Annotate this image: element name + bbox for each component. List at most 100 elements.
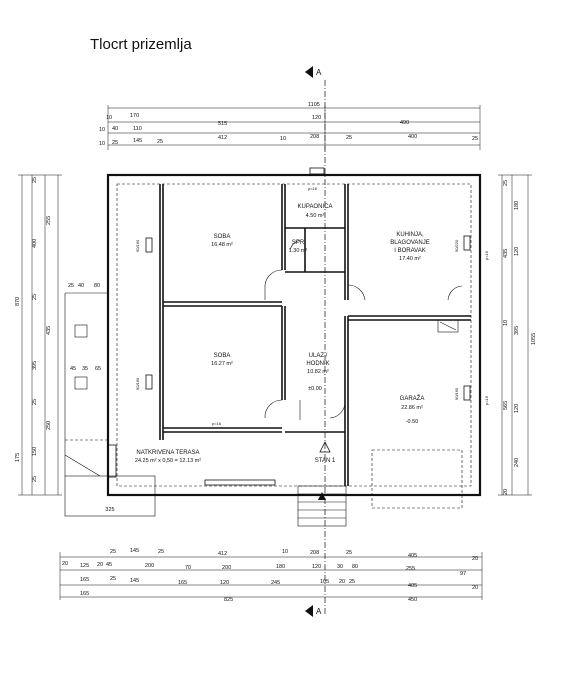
room-soba1-area: 16.48 m² (211, 242, 233, 248)
entrance-steps (297, 441, 347, 527)
room-soba2-area: 16.27 m² (211, 361, 233, 367)
dim-right-5: 395 (514, 326, 520, 335)
dim-right-3: 120 (514, 247, 520, 256)
dim-top-r2-1: 170 (130, 113, 139, 119)
dim-bot-r1-8: 20 (472, 556, 478, 562)
dim-bot-r3-7: 20 (339, 579, 345, 585)
room-terasa-area: 24.25 m² x 0,50 = 12.13 m² (135, 458, 201, 464)
doors (264, 239, 463, 420)
dim-bot-r3-4: 120 (220, 580, 229, 586)
room-kupaonica-name: KUPAONICA (298, 204, 333, 210)
dim-bot-r4-2: 450 (408, 597, 417, 603)
dim-left-small-5: 65 (95, 366, 101, 372)
dim-right-2: 435 (503, 249, 509, 258)
dim-right-10: 20 (503, 489, 509, 495)
dim-bot-r2-9: 30 (337, 564, 343, 570)
room-kuhinja-line2: BLAGOVANJE (390, 240, 430, 246)
windows (107, 167, 471, 486)
dim-top-r2-2: 120 (312, 115, 321, 121)
dim-right-9: 240 (514, 458, 520, 467)
dim-bot-r2-0: 20 (62, 561, 68, 567)
dim-right-4: 10 (503, 320, 509, 326)
dim-bot-r3-6: 105 (320, 579, 329, 585)
dim-bot-r1-4: 10 (282, 549, 288, 555)
dim-right-0: 25 (503, 180, 509, 186)
dim-left-4: 870 (15, 297, 21, 306)
room-soba2-name: SOBA (214, 353, 231, 359)
dim-bot-r4-0: 165 (80, 591, 89, 597)
dim-left-5: 435 (46, 326, 52, 335)
dim-bot-r4-1: 825 (224, 597, 233, 603)
dim-top-r4-7: 25 (346, 135, 352, 141)
room-stan-name: STAN 1 (315, 458, 336, 464)
room-garaza-name: GARAŽA (400, 394, 425, 402)
dim-left-small-0: 25 (68, 283, 74, 289)
dim-top-r3-1: 40 (112, 126, 118, 132)
dim-top-r4-6: 208 (310, 134, 319, 140)
dim-bot-r2-12: 97 (460, 571, 466, 577)
dim-left-8: 250 (46, 421, 52, 430)
window-label-2: 90/220 (454, 239, 459, 252)
dim-top-total: 1105 (308, 102, 320, 108)
dim-left-0: 25 (32, 177, 38, 183)
dim-right-1: 180 (514, 201, 520, 210)
window-label-4: 90/160 (135, 377, 140, 390)
dim-bot-r3-3: 165 (178, 580, 187, 586)
dim-top-r4-3: 25 (157, 139, 163, 145)
dim-bot-r3-8: 25 (349, 579, 355, 585)
dim-bot-r3-1: 25 (110, 576, 116, 582)
room-kupaonica-area: 4.50 m² (306, 213, 325, 219)
dim-bot-r3-5: 245 (271, 580, 280, 586)
window-label-3: p=16 (484, 250, 489, 260)
dim-bot-r2-7: 180 (276, 564, 285, 570)
dim-left-7: 25 (32, 399, 38, 405)
dim-bot-r2-6: 200 (222, 565, 231, 571)
dims-right (498, 174, 532, 496)
room-spr-name: SPR (292, 240, 305, 246)
dim-bot-r1-3: 412 (218, 551, 227, 557)
dim-left-11: 25 (32, 476, 38, 482)
window-label-7: p=16 (484, 395, 489, 405)
dim-bot-r2-3: 45 (106, 562, 112, 568)
room-hodnik-line1: ULAZ / (309, 353, 328, 359)
dims-left (18, 174, 62, 496)
exterior-walls (106, 173, 482, 497)
dim-bot-r2-11: 255 (406, 566, 415, 572)
dim-top-r4-9: 25 (472, 136, 478, 142)
room-soba1-name: SOBA (214, 234, 231, 240)
dim-bot-r1-6: 25 (346, 550, 352, 556)
room-terasa-name: NATKRIVENA TERASA (136, 450, 199, 456)
dim-right-8: 120 (514, 404, 520, 413)
window-label-0: 90/160 (135, 239, 140, 252)
dim-top-r3-2: 110 (133, 126, 142, 132)
dim-top-r2-0: 10 (106, 115, 112, 121)
dim-left-9: 175 (15, 453, 21, 462)
dim-left-small-3: 45 (70, 366, 76, 372)
room-spr-area: 1.30 m² (289, 248, 308, 254)
dim-bot-r2-5: 70 (185, 565, 191, 571)
dim-bot-r3-10: 20 (472, 585, 478, 591)
dim-bot-r1-0: 25 (110, 549, 116, 555)
dim-bot-r2-2: 20 (97, 562, 103, 568)
window-label-6: 90/160 (454, 387, 459, 400)
dim-top-r4-0: 10 (99, 141, 105, 147)
dim-bot-r1-2: 25 (158, 549, 164, 555)
exterior-wall-inner (116, 183, 472, 487)
interior-walls (159, 184, 471, 486)
room-garaza-area: 22.86 m² (401, 405, 423, 411)
room-hodnik-line2: HODNIK (306, 361, 329, 367)
dim-right-6: 1055 (531, 333, 537, 345)
dim-top-r4-1: 25 (112, 140, 118, 146)
section-label-top: A (316, 68, 322, 77)
dim-bot-r2-8: 120 (312, 564, 321, 570)
dim-bot-r3-9: 405 (408, 583, 417, 589)
dim-bot-r3-0: 165 (80, 577, 89, 583)
dim-top-r3-4: 490 (400, 120, 409, 126)
dim-left-3: 25 (32, 294, 38, 300)
dim-left-small-2: 80 (94, 283, 100, 289)
dim-top-r3-3: 515 (218, 121, 227, 127)
dim-left-small-1: 40 (78, 283, 84, 289)
dim-top-r4-5: 10 (280, 136, 286, 142)
dim-left-10: 150 (32, 447, 38, 456)
